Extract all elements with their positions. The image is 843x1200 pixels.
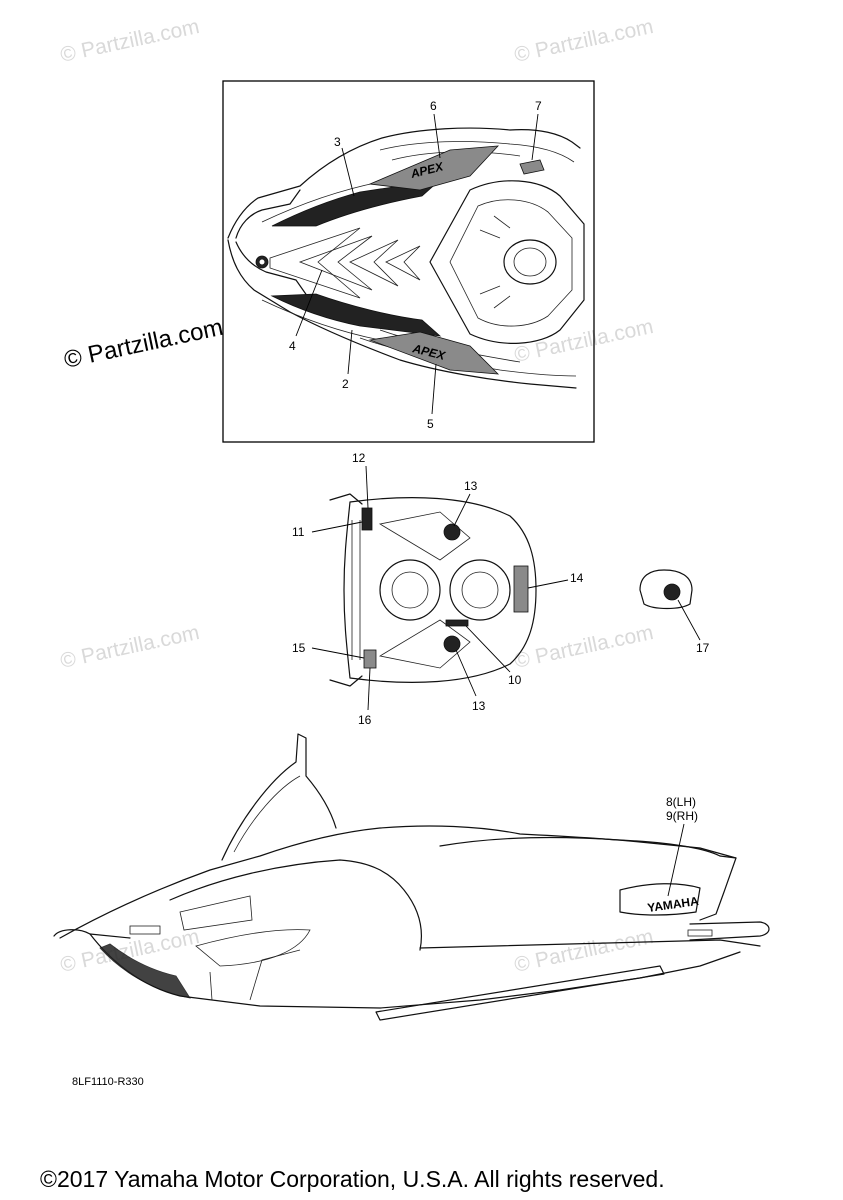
track-rail [375, 965, 665, 1021]
running-board [419, 939, 761, 949]
watermark-top-left: © Partzilla.com [58, 15, 201, 67]
watermark-main: © Partzilla.com [62, 314, 226, 374]
seat-line [439, 836, 721, 857]
callout-11: 11 [292, 525, 305, 539]
v-stripe-4 [385, 245, 421, 281]
emblem-13-upper [443, 523, 461, 541]
snowmobile-side-view: YAMAHA [53, 733, 770, 1021]
side-callouts: 8(LH) 9(RH) [666, 795, 698, 897]
callout-13-lower: 13 [472, 699, 486, 713]
emblem-17-housing [639, 569, 693, 610]
decal-2-strip [270, 293, 442, 337]
watermark-layer: © Partzilla.com © Partzilla.com © Partzi… [58, 15, 655, 977]
seat-panel-upper [378, 511, 471, 561]
decal-6 [368, 145, 499, 191]
diagram-code: 8LF1110-R330 [72, 1076, 144, 1088]
emblem-13-lower [443, 635, 461, 653]
watermark-bottom-right: © Partzilla.com [512, 925, 655, 977]
v-stripe-3 [349, 239, 399, 287]
seat-outline [343, 497, 537, 683]
windshield [221, 733, 337, 861]
callout-12: 12 [352, 451, 366, 465]
hood-nose [235, 189, 311, 301]
seat-tank-left [379, 559, 441, 621]
callout-3: 3 [334, 135, 341, 149]
v-stripe-2 [298, 235, 373, 291]
panel-split [209, 949, 301, 1001]
seat-tank-left-inner [391, 571, 429, 609]
windshield-inner [449, 199, 573, 327]
rear-light [687, 929, 713, 937]
body-top [59, 825, 737, 939]
callout-6: 6 [430, 99, 437, 113]
side-scoop [195, 929, 311, 967]
front-light [129, 925, 161, 935]
seat-panel-lower [378, 619, 471, 669]
hood-outline [227, 127, 581, 239]
callout-2: 2 [342, 377, 349, 391]
callout-17: 17 [696, 641, 710, 655]
lower-front-shadow [99, 943, 191, 999]
decal-3-strip [271, 179, 442, 227]
rear-tail [699, 855, 737, 921]
windshield-inner-line [233, 775, 301, 853]
hood-outline-lower [227, 239, 577, 389]
side-decal-text: YAMAHA [646, 894, 699, 915]
callout-13-upper: 13 [464, 479, 478, 493]
seat-tank-right [449, 559, 511, 621]
nose-emblem-inner [259, 259, 265, 265]
watermark-mid-left: © Partzilla.com [58, 621, 201, 673]
callout-14: 14 [570, 571, 584, 585]
rear-bumper [689, 921, 770, 941]
hood-inset: APEX APEX [222, 80, 595, 443]
callout-16: 16 [358, 713, 372, 727]
emblem-17-part [639, 569, 693, 610]
emblem-17 [663, 583, 681, 601]
hood-rim [379, 141, 575, 163]
callout-10: 10 [508, 673, 522, 687]
callout-4: 4 [289, 339, 296, 353]
copyright-notice: ©2017 Yamaha Motor Corporation, U.S.A. A… [40, 1166, 665, 1192]
seat-side-rail [351, 520, 361, 660]
side-panel [169, 859, 423, 951]
callout-8: 8(LH) [666, 795, 696, 809]
gauge-details [479, 215, 511, 309]
decal-14 [513, 565, 529, 613]
callout-9: 9(RH) [666, 809, 698, 823]
seat-tank-right-inner [461, 571, 499, 609]
windshield-outline [429, 180, 585, 344]
decal-7 [519, 159, 545, 175]
watermark-mid-right-2: © Partzilla.com [512, 621, 655, 673]
decal-16 [363, 649, 377, 669]
callout-15: 15 [292, 641, 306, 655]
watermark-top-right: © Partzilla.com [512, 15, 655, 67]
decal-10 [445, 619, 469, 627]
inset-frame [222, 80, 595, 443]
side-vent [179, 895, 253, 931]
seat-rear-flap [329, 493, 363, 687]
middle-callouts: 12 11 13 14 17 15 10 13 16 [292, 451, 710, 727]
top-callouts: 6 7 3 4 2 5 [289, 99, 542, 431]
decal-12 [361, 507, 373, 531]
callout-5: 5 [427, 417, 434, 431]
callout-7: 7 [535, 99, 542, 113]
gauge-pod [503, 239, 557, 285]
rear-side-panel [619, 883, 701, 916]
decal-5 [368, 331, 500, 375]
v-stripe-1 [269, 227, 361, 299]
gauge-pod-inner [513, 247, 547, 277]
